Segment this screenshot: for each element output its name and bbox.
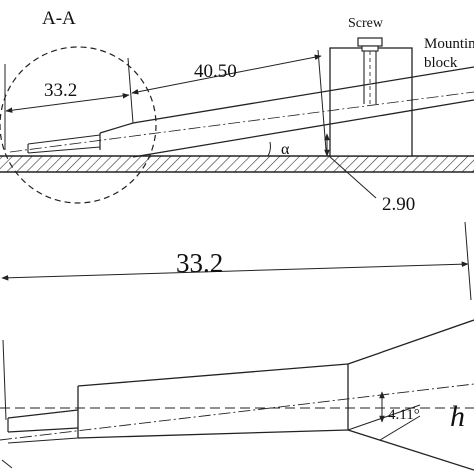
detail-angle-label: 4.11° (388, 407, 420, 423)
mounting-block (329, 47, 413, 157)
detail-angle-indicator: 4.11° (379, 391, 420, 423)
section-circle: A-A (0, 8, 157, 204)
dim-body-length-label: 40.50 (194, 61, 237, 82)
mounting-label-line2: block (424, 55, 458, 71)
dim-detail-length: 33.2 (1, 221, 472, 301)
detail-probe (0, 319, 474, 471)
dim-body-length: 40.50 (131, 49, 327, 151)
angle-alpha-indicator: α (267, 141, 290, 158)
mounting-label-line1: Mounting (424, 36, 474, 52)
dim-detail-length-label: 33.2 (176, 248, 223, 278)
angle-alpha-label: α (281, 141, 290, 158)
dim-offset: 2.90 (324, 133, 415, 215)
probe-body (9, 66, 474, 158)
ground-base (0, 155, 474, 173)
top-view: α A-A 33.2 40.50 2.90 Screw Mounting (0, 8, 474, 215)
detail-bottom-mark (1, 459, 13, 469)
height-label: h (450, 400, 465, 433)
section-label: A-A (42, 8, 76, 29)
detail-left-edge (2, 339, 7, 421)
screw (357, 37, 383, 104)
detail-view: 33.2 (0, 221, 474, 471)
screw-label: Screw (348, 16, 384, 31)
dim-offset-label: 2.90 (382, 194, 415, 215)
dim-tip-length-label: 33.2 (44, 80, 77, 101)
dim-tip-length: 33.2 (4, 57, 134, 150)
